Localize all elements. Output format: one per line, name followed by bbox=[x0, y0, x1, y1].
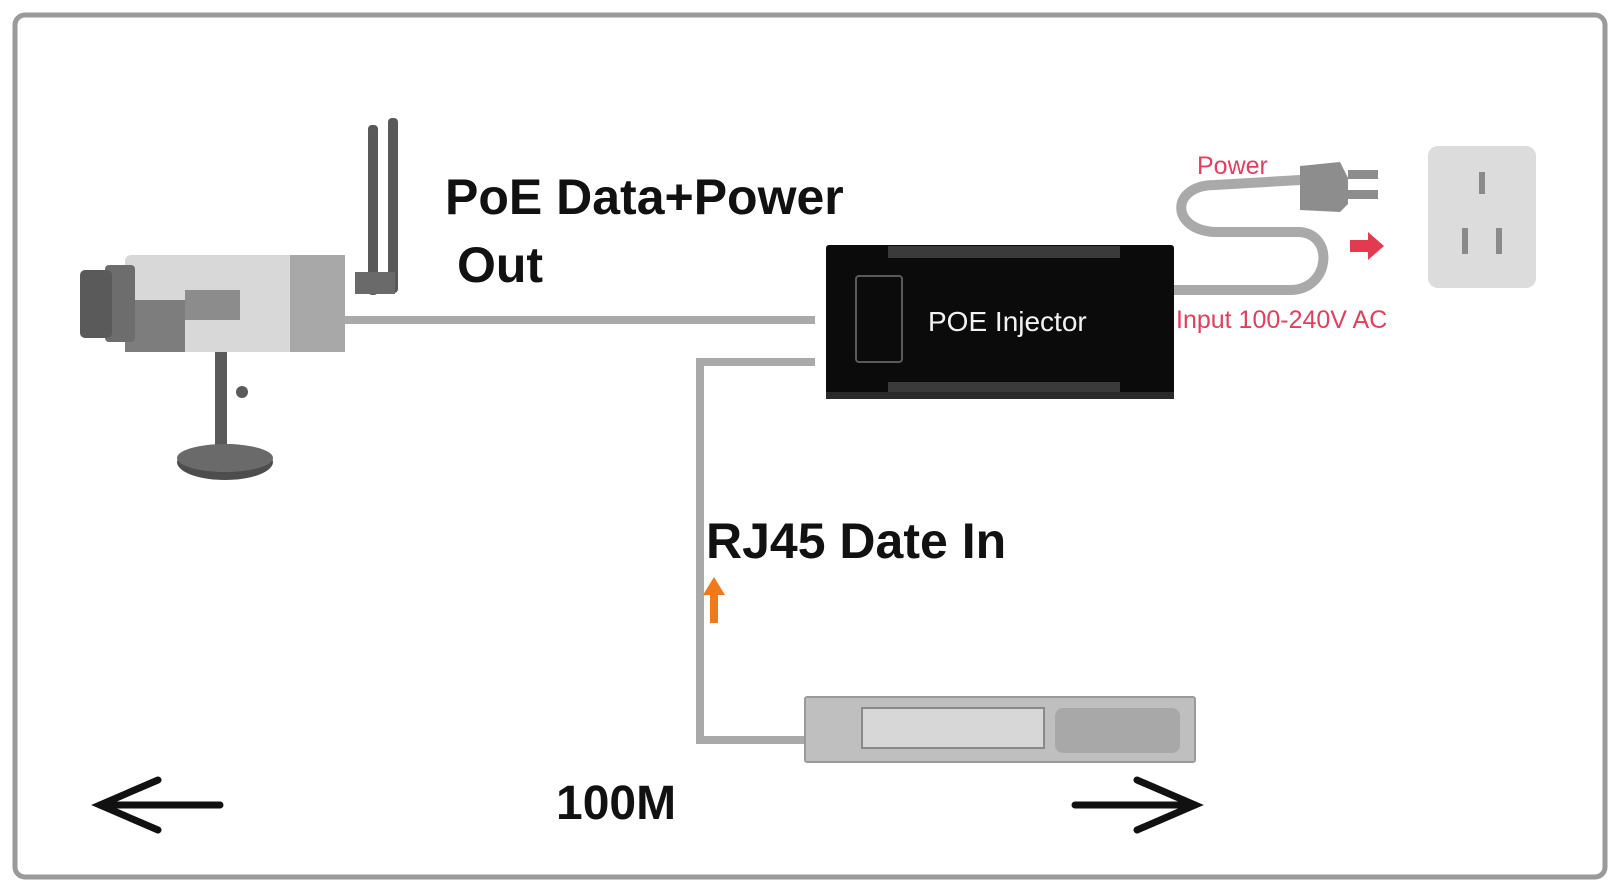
network-switch-icon bbox=[804, 696, 1196, 763]
cables bbox=[345, 175, 1329, 744]
poe-output-label-line1: PoE Data+Power bbox=[445, 169, 844, 225]
rj45-cable bbox=[696, 358, 815, 744]
power-plug-icon bbox=[1300, 162, 1378, 212]
distance-label: 100M bbox=[556, 777, 677, 830]
poe-output-label-line2: Out bbox=[457, 237, 544, 293]
poe-injector-icon bbox=[826, 245, 1174, 399]
diagram-frame bbox=[12, 12, 1608, 880]
ip-camera-icon bbox=[80, 118, 398, 480]
input-voltage-label: Input 100-240V AC bbox=[1176, 306, 1388, 334]
arrow-left-icon bbox=[91, 776, 224, 834]
power-label: Power bbox=[1197, 152, 1268, 180]
arrow-right-icon bbox=[1071, 776, 1204, 834]
arrow-right-red-icon bbox=[1350, 232, 1384, 260]
injector-label: POE Injector bbox=[928, 306, 1087, 337]
arrow-up-icon bbox=[703, 577, 725, 623]
wall-outlet-icon bbox=[1428, 146, 1536, 288]
rj45-input-label: RJ45 Date In bbox=[706, 513, 1007, 569]
power-cord bbox=[1165, 175, 1329, 295]
